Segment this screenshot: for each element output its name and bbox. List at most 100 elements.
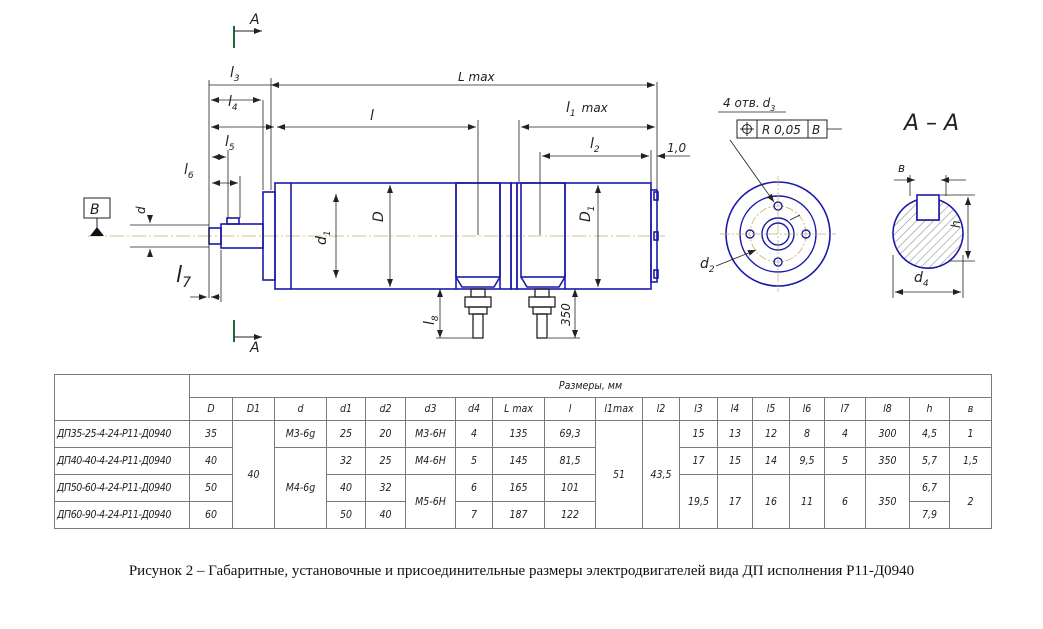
cell: 69,3 — [544, 420, 596, 448]
motor-side-view — [208, 182, 659, 290]
col-header: l2 — [642, 397, 680, 421]
cell: 5,7 — [909, 447, 950, 475]
cell: 5 — [455, 447, 493, 475]
col-header: d4 — [455, 397, 493, 421]
section-a-a: А – А в h d4 — [892, 111, 975, 298]
cell: 6 — [455, 474, 493, 502]
table-column-header-row: D D1 d d1 d2 d3 d4 L max l l1max l2 l3 l… — [55, 397, 992, 421]
cell: 300 — [865, 420, 910, 448]
table-group-header-row: Размеры, мм — [54, 374, 992, 421]
connectors — [464, 288, 556, 339]
label-D1: D1 — [578, 205, 597, 222]
col-header: l — [544, 397, 596, 421]
cell: 20 — [365, 420, 406, 448]
label-l5: l5 — [225, 134, 235, 153]
cell: 145 — [492, 447, 545, 475]
row-name: ДП40-40-4-24-Р11-Д0940 — [54, 447, 190, 475]
label-l3: l3 — [230, 65, 240, 84]
cell: 50 — [189, 474, 233, 502]
label-l6: l6 — [184, 162, 194, 181]
cell: 7 — [455, 501, 493, 529]
cell: 135 — [492, 420, 545, 448]
cell-merged: 16 — [752, 474, 790, 529]
figure-caption: Рисунок 2 – Габаритные, установочные и п… — [128, 563, 915, 579]
cell: 35 — [189, 420, 233, 448]
table-row: ДП35-25-4-24-Р11-Д0940 35 40 М3-6g 25 20… — [54, 420, 992, 529]
cell: 187 — [492, 501, 545, 529]
cell: 13 — [717, 420, 753, 448]
label-l7: l7 — [176, 263, 191, 291]
row-name: ДП60-90-4-24-Р11-Д0940 — [54, 501, 190, 529]
cell: 1 — [949, 420, 992, 448]
label-d: d — [134, 206, 148, 214]
cell: 12 — [752, 420, 790, 448]
cell-merged: 43,5 — [642, 420, 680, 529]
cell: 5 — [824, 447, 866, 475]
cell: 122 — [544, 501, 596, 529]
col-header: d3 — [405, 397, 456, 421]
cell-merged: М5-6Н — [405, 474, 456, 529]
cell: М3-6g — [274, 420, 327, 448]
cell: 4 — [824, 420, 866, 448]
cell-merged: 51 — [595, 420, 643, 529]
col-header: в — [949, 397, 992, 421]
col-header: D1 — [232, 397, 275, 421]
dimensions-table: Размеры, мм D D1 d d1 d2 d3 d4 L max l l… — [54, 374, 992, 529]
col-header: h — [909, 397, 950, 421]
cell: 15 — [717, 447, 753, 475]
label-d4: d4 — [914, 270, 929, 289]
col-header: L max — [492, 397, 545, 421]
cell: 60 — [189, 501, 233, 529]
cell: 25 — [365, 447, 406, 475]
cell-merged: 17 — [717, 474, 753, 529]
cell: 32 — [365, 474, 406, 502]
label-350: 350 — [559, 303, 573, 326]
col-header: l3 — [679, 397, 718, 421]
table-corner — [54, 374, 190, 421]
cell-merged: 40 — [232, 420, 275, 529]
cell: М3-6Н — [405, 420, 456, 448]
label-D: D — [371, 211, 387, 222]
base-reference: В — [83, 197, 111, 236]
cell: 7,9 — [909, 501, 950, 529]
section-top-label: А — [249, 12, 260, 28]
cell: 1,5 — [949, 447, 992, 475]
col-header: d1 — [326, 397, 366, 421]
dimensions-top — [130, 78, 690, 339]
cell: 15 — [679, 420, 718, 448]
col-header: l4 — [717, 397, 753, 421]
row-name: ДП50-60-4-24-Р11-Д0940 — [54, 474, 190, 502]
shaft-key — [226, 217, 240, 225]
col-header: l5 — [752, 397, 790, 421]
cell: 50 — [326, 501, 366, 529]
col-header: d2 — [365, 397, 406, 421]
cell-merged: 11 — [789, 474, 825, 529]
label-l4: l4 — [228, 94, 238, 113]
front-view: 4 отв.d3 R 0,05 В d2 — [700, 96, 842, 292]
cell: 101 — [544, 474, 596, 502]
base-ref-label: В — [90, 202, 100, 218]
col-header: l7 — [824, 397, 866, 421]
cell: 25 — [326, 420, 366, 448]
col-header: d — [274, 397, 327, 421]
cell: 4 — [455, 420, 493, 448]
col-header: l6 — [789, 397, 825, 421]
col-header: l8 — [865, 397, 910, 421]
cell: 40 — [365, 501, 406, 529]
section-mark-bottom: А — [233, 320, 262, 356]
cell-merged: 350 — [865, 474, 910, 529]
tolerance-value: R 0,05 — [762, 123, 801, 137]
label-l2: l2 — [590, 136, 600, 155]
section-bottom-label: А — [249, 340, 260, 356]
table-group-header: Размеры, мм — [189, 374, 992, 398]
cell: 40 — [326, 474, 366, 502]
table-row: ДП60-90-4-24-Р11-Д0940 60 50 40 7 187 12… — [54, 501, 992, 529]
cell: М4-6Н — [405, 447, 456, 475]
label-l8: l8 — [422, 315, 441, 325]
cell-merged: 19,5 — [679, 474, 718, 529]
cell: 8 — [789, 420, 825, 448]
cell: 40 — [189, 447, 233, 475]
cell-merged: 2 — [949, 474, 992, 529]
